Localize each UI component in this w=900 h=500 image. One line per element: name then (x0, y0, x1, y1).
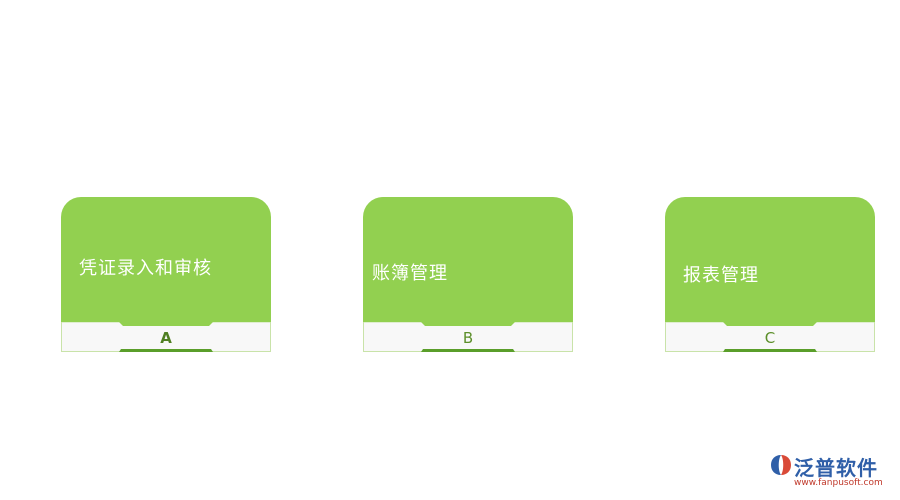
card-a-title: 凭证录入和审核 (79, 258, 212, 279)
card-c-header (665, 197, 875, 324)
card-a-tab (61, 322, 271, 352)
logo-brand-text: 泛普软件 (794, 456, 878, 480)
card-b: 账簿管理 B (363, 197, 573, 352)
card-a-header (61, 197, 271, 324)
card-c: 报表管理 C (665, 197, 875, 352)
card-c-title: 报表管理 (683, 265, 759, 286)
card-b-tab (363, 322, 573, 352)
card-c-letter: C (764, 329, 776, 347)
card-a: 凭证录入和审核 A (61, 197, 271, 352)
card-c-tab (665, 322, 875, 352)
fanpu-logo: 泛普软件 www.fanpusoft.com (770, 452, 895, 492)
card-b-letter: B (462, 329, 474, 347)
card-b-header (363, 197, 573, 324)
logo-mark-icon (771, 455, 791, 475)
logo-url-text: www.fanpusoft.com (794, 478, 883, 488)
card-a-letter: A (160, 329, 172, 347)
card-b-title: 账簿管理 (372, 263, 448, 284)
